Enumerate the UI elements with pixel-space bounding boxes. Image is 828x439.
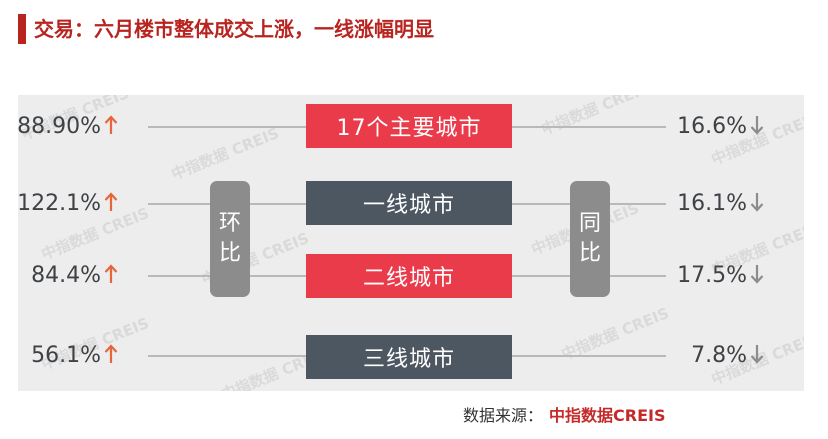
city-box-tier1: 一线城市 xyxy=(306,181,512,225)
yoy-value-tier1: 16.1% xyxy=(677,189,764,219)
yoy-value-text: 17.5% xyxy=(677,263,747,288)
source-label: 数据来源： xyxy=(463,406,544,425)
yoy-value-17-major: 16.6% xyxy=(677,112,764,142)
mom-value-text: 122.1% xyxy=(18,191,101,216)
mom-value-17-major: 88.90% xyxy=(18,112,118,142)
mom-label-pill: 环 比 xyxy=(210,181,250,297)
arrow-up-icon xyxy=(104,192,118,211)
mom-label-char: 环 xyxy=(218,211,241,236)
yoy-value-tier2: 17.5% xyxy=(677,261,764,291)
data-source-note: 数据来源： 中指数据CREIS xyxy=(463,402,666,426)
mom-value-text: 88.90% xyxy=(18,114,101,139)
yoy-value-tier3: 7.8% xyxy=(691,341,764,371)
city-box-tier2: 二线城市 xyxy=(306,254,512,298)
arrow-up-icon xyxy=(104,264,118,283)
yoy-label-pill: 同 比 xyxy=(570,181,610,297)
mom-value-text: 56.1% xyxy=(31,343,101,368)
source-brand: 中指数据CREIS xyxy=(549,406,666,425)
mom-value-tier3: 56.1% xyxy=(31,341,118,371)
watermark: 中指数据 CREIS xyxy=(538,95,652,139)
city-box-tier3: 三线城市 xyxy=(306,335,512,379)
comparison-panel: 中指数据 CREIS 中指数据 CREIS 中指数据 CREIS 中指数据 CR… xyxy=(18,95,804,391)
yoy-value-text: 16.6% xyxy=(677,114,747,139)
city-box-17-major: 17个主要城市 xyxy=(306,104,512,148)
watermark: 中指数据 CREIS xyxy=(168,123,282,184)
yoy-value-text: 7.8% xyxy=(691,343,747,368)
arrow-up-icon xyxy=(104,115,118,134)
mom-value-tier1: 122.1% xyxy=(18,189,118,219)
title-accent-bar xyxy=(18,14,26,44)
page-title: 交易：六月楼市整体成交上涨，一线涨幅明显 xyxy=(34,17,434,41)
arrow-down-icon xyxy=(750,116,764,135)
arrow-down-icon xyxy=(750,345,764,364)
mom-value-tier2: 84.4% xyxy=(31,261,118,291)
arrow-up-icon xyxy=(104,344,118,363)
yoy-value-text: 16.1% xyxy=(677,191,747,216)
mom-label-char: 比 xyxy=(218,241,241,266)
yoy-label-char: 比 xyxy=(578,241,601,266)
yoy-label-char: 同 xyxy=(578,211,601,236)
arrow-down-icon xyxy=(750,265,764,284)
arrow-down-icon xyxy=(750,193,764,212)
mom-value-text: 84.4% xyxy=(31,263,101,288)
